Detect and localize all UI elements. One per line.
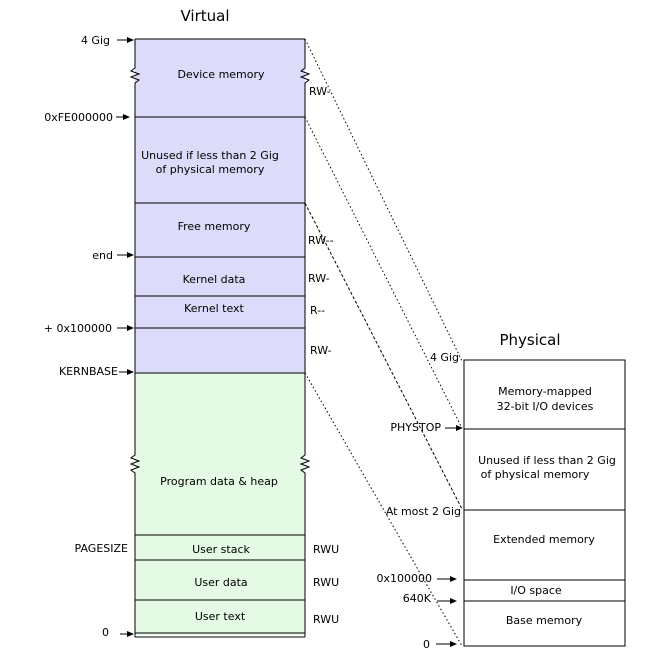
map-phystop-line (304, 202, 463, 510)
virtual-zero-label: 0 (102, 626, 109, 639)
virtual-kernel-area (135, 39, 305, 373)
program-data-heap-label: Program data & heap (160, 475, 278, 488)
kernbase-label: KERNBASE (59, 365, 118, 378)
kernel-data-label: Kernel data (183, 273, 246, 286)
device-memory-label: Device memory (177, 68, 265, 81)
640k-label: 640K (403, 592, 432, 605)
physical-title: Physical (499, 331, 560, 349)
physical-zero-label: 0 (423, 638, 430, 651)
physical-box (463, 359, 626, 647)
extended-memory-label: Extended memory (493, 533, 595, 546)
plus-100000-label: + 0x100000 (44, 322, 112, 335)
kdata-perm: RW- (308, 272, 330, 285)
phystop-label: PHYSTOP (390, 421, 441, 434)
virtual-4gig-label: 4 Gig (81, 34, 110, 47)
base-memory-label: Base memory (506, 614, 583, 627)
fe000000-label: 0xFE000000 (44, 111, 113, 124)
map-kernbase-line (304, 372, 463, 647)
free-memory-label: Free memory (178, 220, 251, 233)
unused-physical-label-1: Unused if less than 2 Gig (478, 454, 616, 467)
utext-perm: RWU (313, 613, 339, 626)
at-most-2gig-label: At most 2 Gig (386, 505, 461, 518)
user-stack-label: User stack (192, 543, 250, 556)
unused-virtual-label-1: Unused if less than 2 Gig (141, 149, 279, 162)
mapping-lines (304, 38, 463, 647)
virtual-title: Virtual (180, 7, 229, 25)
ktext-perm: R-- (310, 304, 325, 317)
pagesize-label: PAGESIZE (75, 542, 128, 555)
unused-virtual-label-2: of physical memory (156, 163, 265, 176)
virtual-right-edge (299, 39, 311, 637)
kernel-text-label: Kernel text (184, 302, 244, 315)
physical-100000-label: 0x100000 (377, 572, 433, 585)
low-kernel-perm: RW- (310, 344, 332, 357)
device-perm: RW- (309, 85, 331, 98)
io-space-label: I/O space (510, 584, 562, 597)
unused-physical-label-2: of physical memory (481, 468, 590, 481)
free-perm: RW-- (308, 234, 334, 247)
mmio-label-1: Memory-mapped (498, 385, 592, 398)
mmio-label-2: 32-bit I/O devices (497, 400, 594, 413)
end-label: end (92, 249, 113, 262)
physical-separators (464, 428, 625, 602)
udata-perm: RWU (313, 576, 339, 589)
virtual-separators (135, 38, 305, 638)
virtual-left-edge (129, 39, 141, 637)
ustack-perm: RWU (313, 543, 339, 556)
physical-4gig-label: 4 Gig (430, 351, 459, 364)
user-data-label: User data (194, 576, 247, 589)
virtual-user-area (135, 373, 305, 635)
user-text-label: User text (195, 610, 246, 623)
